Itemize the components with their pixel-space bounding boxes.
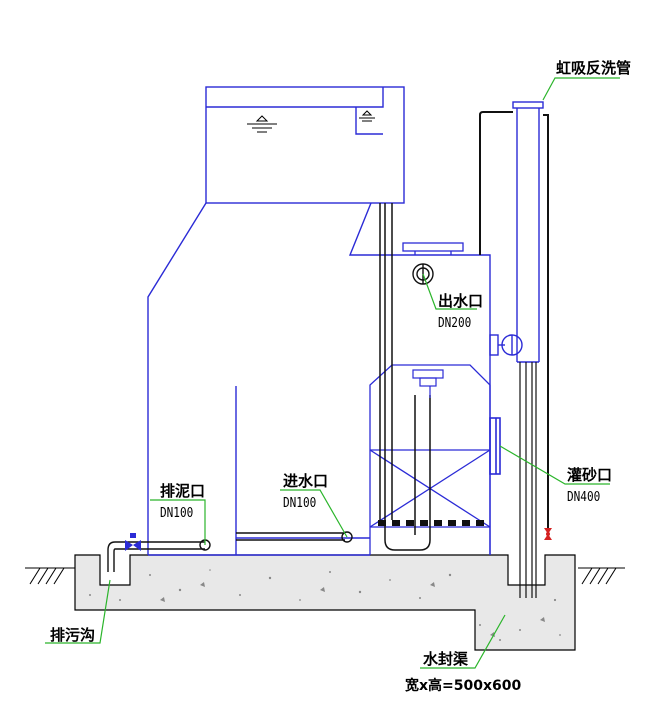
ground-hatch-right: [578, 567, 625, 585]
inlet-size-label: DN100: [283, 496, 317, 511]
siphon-connection: [489, 334, 523, 356]
outlet-port: [412, 263, 434, 285]
sludge-port-label: 排泥口: [160, 482, 206, 500]
outlet-size-label: DN200: [438, 316, 472, 331]
sludge-port-size-label: DN100: [160, 506, 194, 521]
leader-lines: [45, 77, 620, 669]
siphon-pipe-label: 虹吸反洗管: [556, 59, 632, 77]
valve-red: [544, 528, 552, 540]
inlet-label: 进水口: [283, 472, 329, 490]
sand-port: [489, 417, 501, 475]
outlet-label: 出水口: [438, 292, 484, 310]
siphon-down-pipes: [519, 362, 537, 598]
sludge-pipe: [107, 539, 211, 572]
sand-port-label: 灌砂口: [567, 466, 613, 484]
siphon-outer-pipe: [479, 111, 549, 530]
inlet-pipe: [236, 531, 353, 543]
upper-water-tank: [205, 86, 405, 204]
water-seal-channel-label: 水封渠: [423, 650, 469, 668]
channel-dimensions-label: 宽x高=500x600: [405, 678, 522, 694]
top-flange: [402, 242, 464, 255]
sewer-ditch-label: 排污沟: [50, 626, 96, 644]
ground-hatch-left: [25, 567, 75, 585]
filter-tank-body: [147, 202, 491, 556]
center-pipe-head: [412, 369, 444, 398]
concrete-foundation: [74, 554, 576, 651]
sludge-valve: [125, 533, 141, 551]
filter-nozzles: [378, 520, 484, 526]
internal-pipe: [379, 203, 431, 551]
water-level-symbol: [247, 110, 375, 133]
sand-port-size-label: DN400: [567, 490, 601, 505]
siphon-backwash-pipe: [512, 101, 544, 363]
